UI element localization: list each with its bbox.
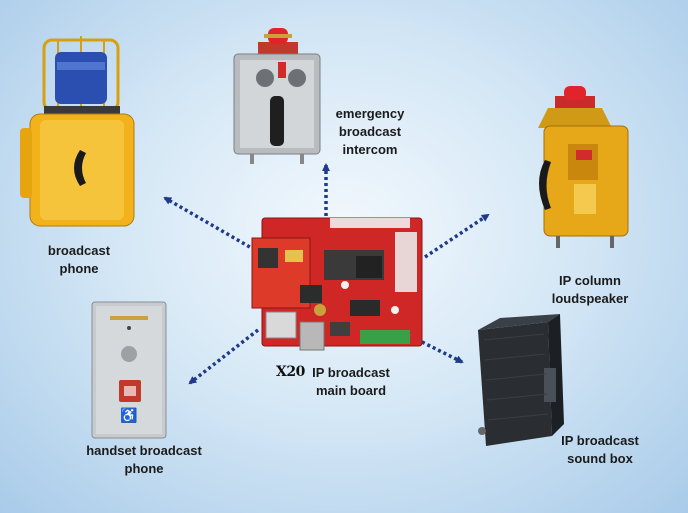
main-board-label: IP broadcast main board	[312, 365, 390, 398]
arrow-to-handset-phone	[188, 328, 260, 385]
circuit-board-icon	[251, 217, 423, 351]
svg-text:♿: ♿	[120, 407, 137, 424]
column-loudspeaker-label: IP column loudspeaker	[551, 273, 629, 306]
emergency-intercom-label: emergency broadcast intercom	[335, 106, 405, 157]
arrow-to-broadcast-phone	[163, 196, 256, 252]
sound-box-label: IP broadcast sound box	[561, 433, 639, 466]
intercom-icon	[233, 28, 321, 164]
broadcast-phone-label: broadcast phone	[47, 243, 111, 276]
handset-phone-label: handset broadcast phone	[86, 443, 202, 476]
column-speaker-icon	[538, 86, 629, 248]
arrow-to-sound-box	[421, 340, 464, 364]
sound-box-icon	[478, 314, 564, 446]
arrow-to-column-loudspeaker	[424, 213, 490, 259]
handset-phone-icon: ♿	[91, 301, 167, 439]
main-board-model: X20	[276, 364, 305, 380]
yellow-phone-icon	[20, 36, 135, 227]
